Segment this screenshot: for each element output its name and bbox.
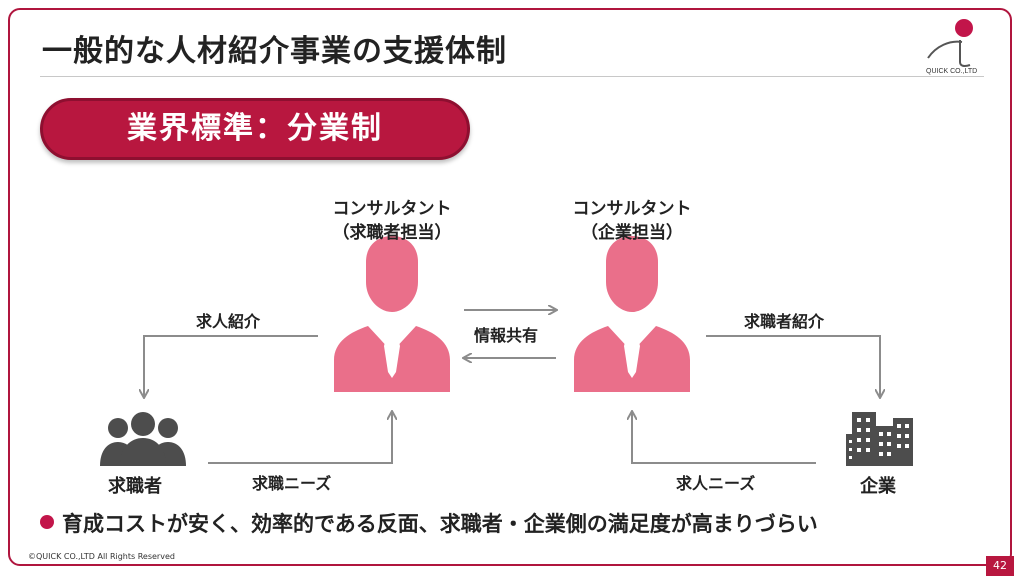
job-introduction-label: 求人紹介 xyxy=(196,312,261,331)
seeker-needs-arrow xyxy=(208,412,392,464)
consultant-right-role: （企業担当） xyxy=(581,223,683,243)
page-number: 42 xyxy=(986,556,1014,576)
bullet-dot-icon xyxy=(40,515,54,529)
job-introduction-arrow xyxy=(144,335,318,397)
job-seeker-label: 求職者 xyxy=(108,476,162,497)
candidate-introduction-arrow xyxy=(706,335,880,397)
slide-frame xyxy=(8,8,1012,566)
consultant-right-icon xyxy=(574,236,690,392)
company-buildings-icon xyxy=(846,412,913,466)
title-divider xyxy=(40,76,984,77)
job-seekers-icon xyxy=(100,412,186,466)
company-label: 企業 xyxy=(860,476,896,497)
job-needs-arrow xyxy=(632,412,816,464)
slide-title: 一般的な人材紹介事業の支援体制 xyxy=(42,34,507,69)
summary-text: 育成コストが安く、効率的である反面、求職者・企業側の満足度が高まりづらい xyxy=(62,512,818,536)
consultant-right-title: コンサルタント xyxy=(572,199,692,219)
industry-standard-badge: 業界標準：分業制 xyxy=(40,98,470,160)
copyright-notice: ©QUICK CO.,LTD All Rights Reserved xyxy=(28,552,175,561)
consultant-left-icon xyxy=(334,236,450,392)
info-sharing-label: 情報共有 xyxy=(474,326,539,345)
logo-text: QUICK CO.,LTD xyxy=(926,68,977,75)
candidate-introduction-label: 求職者紹介 xyxy=(744,312,825,331)
consultant-left-title: コンサルタント xyxy=(332,199,452,219)
quick-logo: QUICK CO.,LTD xyxy=(926,19,977,75)
job-needs-label: 求人ニーズ xyxy=(676,474,756,493)
consultant-left-role: （求職者担当） xyxy=(332,223,452,243)
summary-bullet: 育成コストが安く、効率的である反面、求職者・企業側の満足度が高まりづらい xyxy=(40,508,818,538)
seeker-needs-label: 求職ニーズ xyxy=(252,474,332,493)
